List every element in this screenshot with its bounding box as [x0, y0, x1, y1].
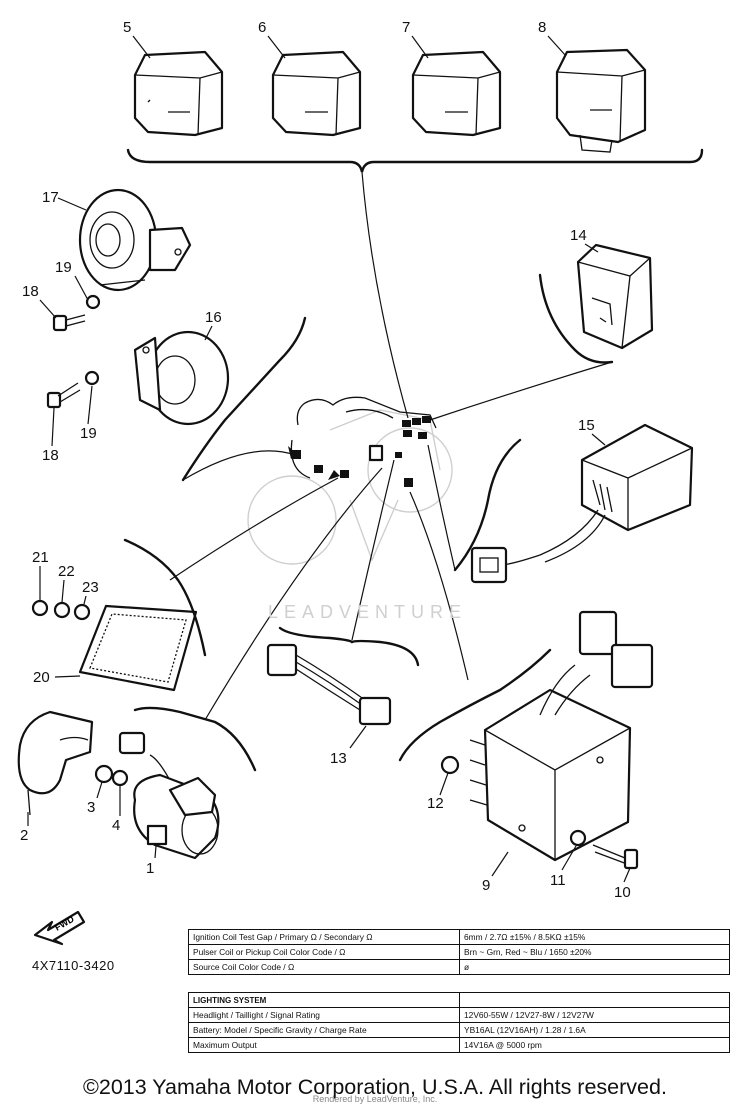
fwd-arrow	[33, 910, 86, 946]
washer-11	[569, 829, 587, 847]
callout-17: 17	[42, 189, 59, 206]
harness-bracket	[278, 626, 420, 667]
callout-2: 2	[20, 827, 28, 844]
regulator-bracket	[398, 648, 552, 762]
top-bracket	[126, 148, 704, 173]
spec-header-blank	[459, 992, 730, 1008]
washer-23	[73, 603, 91, 621]
callout-13: 13	[330, 750, 347, 767]
callout-16: 16	[205, 309, 222, 326]
relay-6	[271, 50, 362, 137]
callout-10: 10	[614, 884, 631, 901]
spec-value: ø	[459, 959, 730, 975]
relay-5	[133, 50, 224, 137]
watermark-word: LEADVENTURE	[268, 602, 468, 622]
washer-19-lower	[84, 370, 100, 386]
table-row: Lighting System	[188, 992, 730, 1008]
washer-4	[111, 769, 129, 787]
table-row: Maximum Output 14V16A @ 5000 rpm	[188, 1037, 730, 1053]
regulator-9	[469, 610, 654, 862]
bolt-18-lower	[46, 382, 81, 409]
spec-value: 14V16A @ 5000 rpm	[459, 1037, 730, 1053]
table-row: Pulser Coil or Pickup Coil Color Code / …	[188, 944, 730, 960]
table-row: Ignition Coil Test Gap / Primary Ω / Sec…	[188, 929, 730, 945]
spec-header: Lighting System	[188, 992, 460, 1008]
callout-6: 6	[258, 19, 266, 36]
callout-20: 20	[33, 669, 50, 686]
callout-8: 8	[538, 19, 546, 36]
callout-9: 9	[482, 877, 490, 894]
connector-blocks	[292, 416, 431, 487]
callout-22: 22	[58, 563, 75, 580]
callout-19-upper: 19	[55, 259, 72, 276]
washer-19-upper	[85, 294, 101, 310]
spec-label: Battery: Model / Specific Gravity / Char…	[188, 1022, 460, 1038]
relay-14	[576, 243, 654, 350]
callout-5: 5	[123, 19, 131, 36]
spec-label: Headlight / Taillight / Signal Rating	[188, 1007, 460, 1023]
nut-3	[94, 764, 114, 784]
callout-leaders	[27, 35, 631, 883]
callout-4: 4	[112, 817, 120, 834]
table-row: Headlight / Taillight / Signal Rating 12…	[188, 1007, 730, 1023]
ignition-coil-1	[118, 731, 220, 860]
table-row: Source Coil Color Code / Ω ø	[188, 959, 730, 975]
bolt-18-upper	[52, 314, 86, 332]
table-row: Battery: Model / Specific Gravity / Char…	[188, 1022, 730, 1038]
callout-19-lower: 19	[80, 425, 97, 442]
switch-2	[17, 710, 94, 816]
washer-22	[53, 601, 71, 619]
callout-14: 14	[570, 227, 587, 244]
spec-label: Source Coil Color Code / Ω	[188, 959, 460, 975]
bolt-10	[592, 844, 639, 870]
callout-7: 7	[402, 19, 410, 36]
horn-16	[133, 330, 230, 426]
relay-8	[555, 48, 647, 153]
horn-bracket	[181, 316, 307, 482]
reflector-20	[78, 604, 198, 692]
callout-18-lower: 18	[42, 447, 59, 464]
unit-15	[470, 423, 694, 584]
callout-1: 1	[146, 860, 154, 877]
spec-label: Ignition Coil Test Gap / Primary Ω / Sec…	[188, 929, 460, 945]
callout-3: 3	[87, 799, 95, 816]
callout-21: 21	[32, 549, 49, 566]
callout-23: 23	[82, 579, 99, 596]
spec-value: 6mm / 2.7Ω ±15% / 8.5KΩ ±15%	[459, 929, 730, 945]
callout-11: 11	[550, 872, 566, 889]
ignition-spec-table: Ignition Coil Test Gap / Primary Ω / Sec…	[188, 929, 730, 975]
spec-value: Brn ~ Grn, Red ~ Blu / 1650 ±20%	[459, 944, 730, 960]
watermark-caption: Rendered by LeadVenture, Inc.	[312, 1094, 438, 1104]
motorcycle-outline	[290, 396, 437, 479]
callout-15: 15	[578, 417, 595, 434]
leader-lines	[169, 171, 613, 721]
callout-12: 12	[427, 795, 444, 812]
harness-13	[266, 643, 392, 726]
lighting-spec-table: Lighting System Headlight / Taillight / …	[188, 992, 730, 1053]
relay-14-bracket	[538, 273, 614, 364]
callout-numbers: 5 6 7 8 17 19 18 16 19 18 14 15 21 22 23…	[20, 19, 631, 901]
diagram-part-code: 4X7110-3420	[32, 958, 115, 973]
callout-18-upper: 18	[22, 283, 39, 300]
coil-bracket	[133, 706, 257, 772]
unit-15-bracket	[453, 438, 522, 572]
watermark-logo	[247, 409, 453, 565]
spec-value: YB16AL (12V16AH) / 1.28 / 1.6A	[459, 1022, 730, 1038]
spec-value: 12V60-55W / 12V27-8W / 12V27W	[459, 1007, 730, 1023]
relay-7	[411, 50, 502, 137]
spec-label: Pulser Coil or Pickup Coil Color Code / …	[188, 944, 460, 960]
nut-12	[440, 755, 460, 775]
reflector-bracket	[123, 538, 207, 657]
nut-21	[31, 599, 49, 617]
spec-label: Maximum Output	[188, 1037, 460, 1053]
copyright-notice: ©2013 Yamaha Motor Corporation, U.S.A. A…	[83, 1075, 667, 1099]
horn-17	[78, 188, 192, 292]
